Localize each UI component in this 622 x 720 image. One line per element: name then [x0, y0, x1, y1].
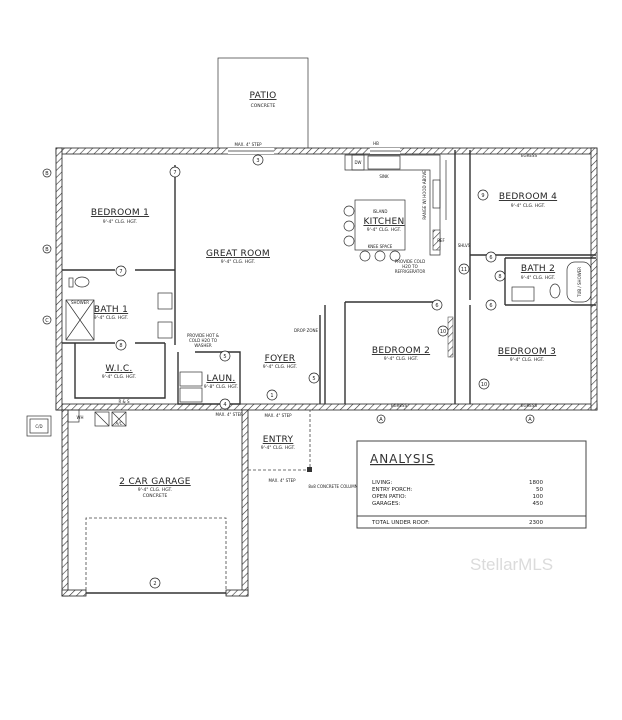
analysis-row-value: 1800 — [529, 480, 543, 486]
analysis-total-label: TOTAL UNDER ROOF: — [371, 520, 430, 526]
svg-text:2: 2 — [153, 581, 156, 587]
bath1-label: BATH 1 — [94, 305, 128, 315]
fridge-note-3: REFRIGERATOR — [395, 269, 426, 274]
laundry-note-1: PROVIDE HOT & — [187, 333, 219, 338]
tub-label: TUB / SHOWER — [577, 267, 582, 298]
analysis-row-label: OPEN PATIO: — [372, 494, 406, 500]
ref-label: REF — [437, 238, 445, 243]
laundry-note-3: WASHER — [194, 343, 212, 348]
analysis-total-value: 2300 — [529, 520, 543, 526]
bedroom2-label: BEDROOM 2 — [372, 346, 430, 356]
exterior-walls — [55, 147, 598, 597]
analysis-row-label: GARAGES: — [372, 501, 401, 507]
svg-text:3: 3 — [256, 158, 259, 164]
bath2-label: BATH 2 — [521, 264, 555, 274]
column-label: 8x8 CONCRETE COLUMN — [308, 484, 357, 489]
egress-label-bed4: EGRESS — [521, 153, 537, 158]
entry-sub: 9'-4" CLG. HGT. — [261, 445, 295, 451]
bedroom3-sub: 9'-4" CLG. HGT. — [510, 357, 544, 363]
kitchen-counters — [343, 154, 441, 262]
sink-label: SINK — [379, 174, 389, 179]
cd-label: C/D — [35, 424, 42, 429]
laundry-sub: 9'-8" CLG. HGT. — [204, 384, 238, 390]
analysis-table: ANALYSIS LIVING: 1800 ENTRY PORCH: 50 OP… — [356, 440, 587, 529]
svg-text:9: 9 — [481, 193, 484, 199]
foyer-sub: 9'-4" CLG. HGT. — [263, 364, 297, 370]
laundry-label: LAUN. — [206, 374, 235, 384]
entry-label: ENTRY — [263, 435, 294, 445]
garage-sub: 9'-4" CLG. HGT. — [138, 487, 172, 493]
great-room-sub: 9'-4" CLG. HGT. — [221, 259, 255, 265]
garage-label: 2 CAR GARAGE — [119, 477, 190, 487]
svg-text:10: 10 — [481, 382, 487, 388]
garage-sub2: CONCRETE — [143, 493, 168, 499]
knee-space-label: KNEE SPACE — [368, 244, 393, 249]
analysis-row-value: 50 — [536, 487, 543, 493]
svg-text:C: C — [45, 318, 49, 324]
svg-text:B: B — [45, 171, 49, 177]
svg-text:10: 10 — [440, 329, 446, 335]
shower-label: SHOWER — [71, 300, 89, 305]
svg-text:4: 4 — [223, 402, 226, 408]
kitchen-sub: 9'-4" CLG. HGT. — [367, 227, 401, 233]
foyer-label: FOYER — [265, 354, 296, 364]
bedroom4-sub: 9'-4" CLG. HGT. — [511, 203, 545, 209]
svg-text:8: 8 — [119, 343, 122, 349]
great-room-label: GREAT ROOM — [206, 249, 270, 259]
patio-step-label: MAX. 4" STEP — [234, 142, 262, 147]
ac-label: A/C — [116, 421, 123, 426]
svg-text:11: 11 — [461, 267, 467, 273]
svg-text:8: 8 — [498, 274, 501, 280]
bedroom4-label: BEDROOM 4 — [499, 192, 557, 202]
range-label: RANGE W/ HOOD ABOVE — [422, 170, 427, 220]
egress-label-bed2: EGRESS — [391, 403, 407, 408]
fridge-note-1: PROVIDE COLD — [395, 259, 425, 264]
island-label: ISLAND — [373, 209, 388, 214]
svg-text:6: 6 — [489, 303, 492, 309]
svg-text:5: 5 — [312, 376, 315, 382]
svg-text:5: 5 — [223, 354, 226, 360]
svg-text:B: B — [45, 247, 49, 253]
svg-text:6: 6 — [489, 255, 492, 261]
wh-label: WH — [77, 415, 84, 420]
patio-label: PATIO — [249, 91, 276, 101]
svg-text:7: 7 — [173, 170, 176, 176]
patio-sub: CONCRETE — [251, 103, 276, 109]
watermark: StellarMLS — [470, 555, 553, 574]
svg-text:A: A — [379, 417, 383, 423]
shelves-label: SHLVS — [458, 243, 471, 248]
fridge-note-2: H2O TO — [402, 264, 418, 269]
wic-label: W.I.C. — [105, 364, 132, 374]
bedroom1-label: BEDROOM 1 — [91, 208, 149, 218]
bedroom1-sub: 9'-4" CLG. HGT. — [103, 219, 137, 225]
entry-step-label: MAX. 4" STEP — [264, 413, 292, 418]
bath1-sub: 9'-4" CLG. HGT. — [94, 315, 128, 321]
analysis-row-value: 100 — [533, 494, 544, 500]
svg-text:6: 6 — [435, 303, 438, 309]
analysis-row-value: 450 — [533, 501, 544, 507]
wic-sub: 9'-4" CLG. HGT. — [102, 374, 136, 380]
laundry-step-label: MAX. 4" STEP — [215, 412, 243, 417]
svg-text:1: 1 — [270, 393, 273, 399]
bath2-sub: 9'-4" CLG. HGT. — [521, 275, 555, 281]
shelf-rod-label: R & S — [119, 399, 130, 404]
svg-text:A: A — [528, 417, 532, 423]
fixtures — [26, 160, 592, 437]
interior-walls — [62, 150, 596, 405]
kitchen-label: KITCHEN — [363, 217, 404, 227]
egress-label-bed3: EGRESS — [521, 403, 537, 408]
entry-step-2-label: MAX. 4" STEP — [268, 478, 296, 483]
analysis-title: ANALYSIS — [370, 452, 435, 466]
laundry-note-2: COLD H2O TO — [189, 338, 217, 343]
analysis-row-label: LIVING: — [372, 480, 392, 486]
hb-label: HB — [373, 141, 379, 146]
svg-text:7: 7 — [119, 269, 122, 275]
drop-zone-label: DROP ZONE — [294, 328, 319, 333]
analysis-row-label: ENTRY PORCH: — [372, 487, 413, 493]
dw-label: DW — [354, 160, 361, 165]
door-tags: 3 7 7 8 5 4 1 5 2 9 11 6 8 6 6 10 10 B B… — [42, 154, 535, 589]
bedroom2-sub: 9'-4" CLG. HGT. — [384, 356, 418, 362]
bedroom3-label: BEDROOM 3 — [498, 347, 556, 357]
